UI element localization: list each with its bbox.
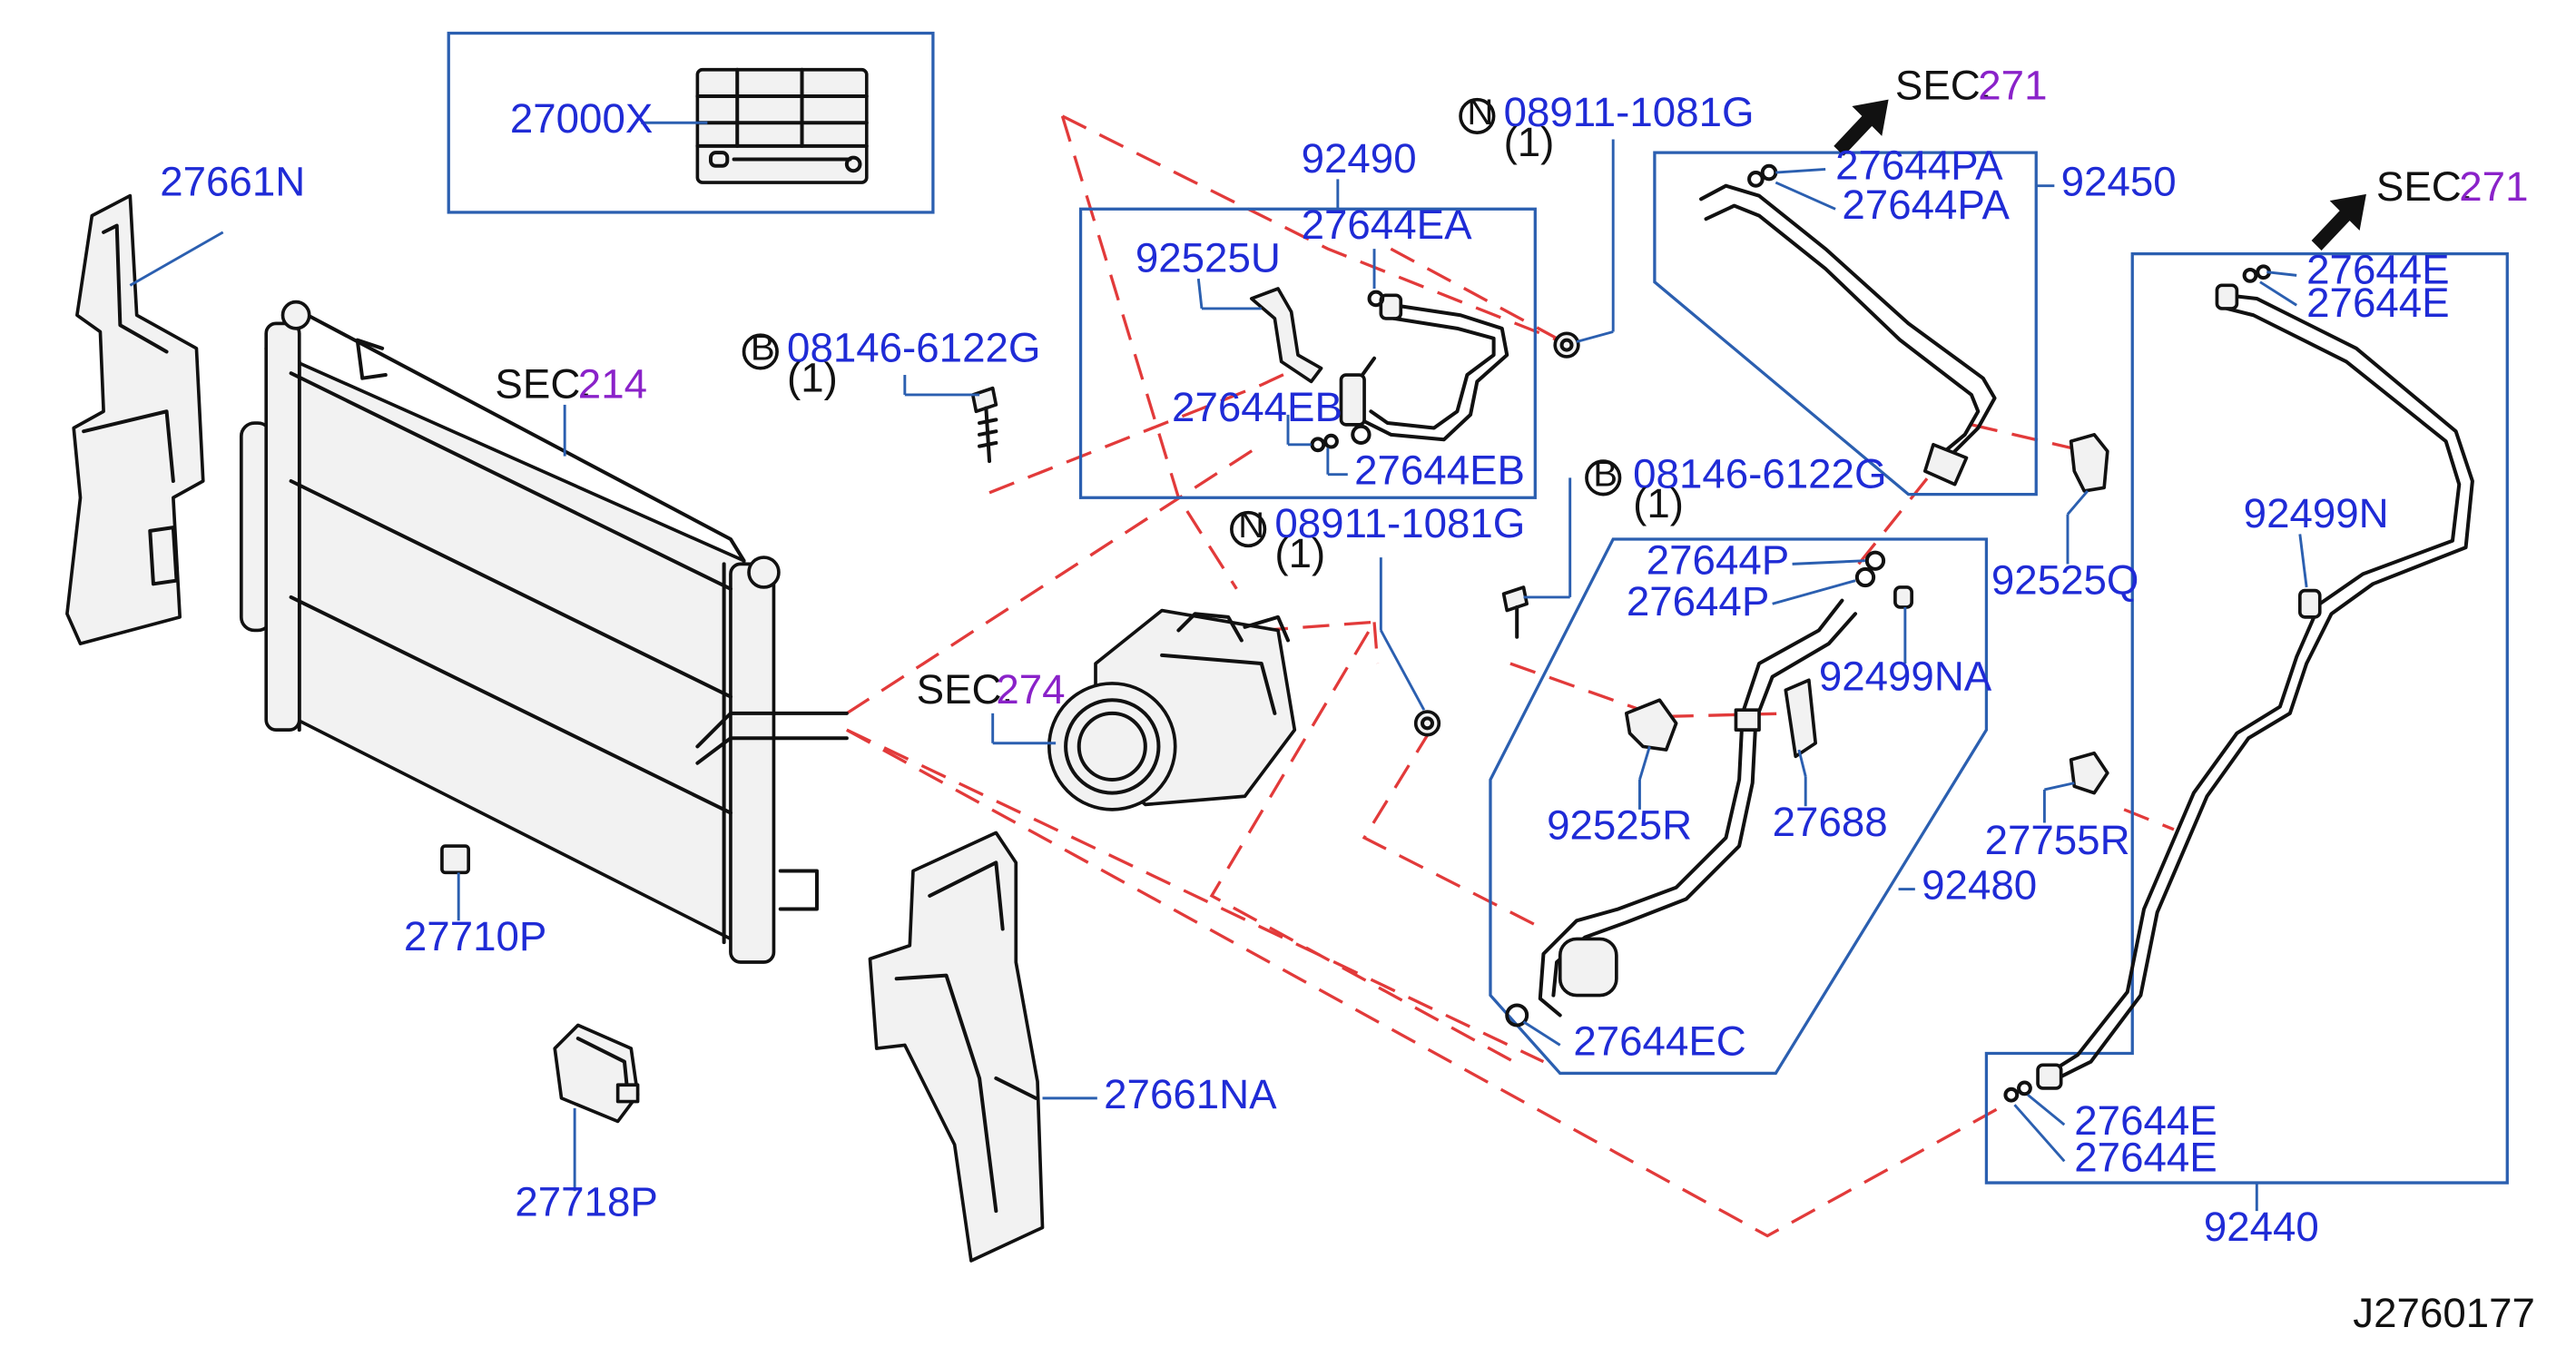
label-box-27000X bbox=[447, 31, 935, 214]
label-27644EA[interactable]: 27644EA bbox=[1302, 202, 1472, 248]
nut-top[interactable] bbox=[1553, 331, 1580, 359]
a-c-label-card[interactable] bbox=[695, 67, 869, 184]
cap-92499NA[interactable] bbox=[1893, 585, 1914, 609]
clip-92525Q[interactable] bbox=[2069, 433, 2109, 493]
o-rings-27644EA bbox=[1367, 290, 1385, 308]
sensor-27718P[interactable] bbox=[553, 1023, 640, 1124]
label-92440[interactable]: 92440 bbox=[2204, 1204, 2319, 1250]
label-92525U[interactable]: 92525U bbox=[1136, 235, 1281, 281]
sec-label: SEC. bbox=[495, 361, 592, 408]
label-27644PA-1[interactable]: 27644PA bbox=[1835, 142, 2003, 188]
compressor[interactable] bbox=[1047, 608, 1297, 811]
qty-nut-a: (1) bbox=[1504, 119, 1555, 165]
arrow-up-right-icon bbox=[2311, 193, 2366, 251]
sec-label: SEC. bbox=[917, 666, 1014, 713]
clip-27755R[interactable] bbox=[2069, 751, 2109, 795]
label-27000X[interactable]: 27000X bbox=[510, 95, 653, 142]
o-rings-27644PA bbox=[1747, 163, 1778, 188]
label-92490[interactable]: 92490 bbox=[1302, 135, 1417, 182]
label-92499NA[interactable]: 92499NA bbox=[1819, 653, 1992, 699]
label-27644EB-2[interactable]: 27644EB bbox=[1354, 447, 1525, 494]
diagram-reference-id: J2760177 bbox=[2353, 1290, 2535, 1336]
air-guide-left[interactable] bbox=[65, 193, 205, 645]
box-92480 bbox=[1489, 537, 1989, 1076]
nut-middle[interactable] bbox=[1413, 710, 1441, 737]
qty-bolt-b: (1) bbox=[1633, 480, 1684, 526]
hose-92450[interactable] bbox=[1699, 183, 1997, 487]
badge-b-icon bbox=[742, 333, 779, 370]
label-92450[interactable]: 92450 bbox=[2061, 159, 2177, 205]
bolt-left[interactable] bbox=[970, 386, 998, 464]
label-27644EC[interactable]: 27644EC bbox=[1573, 1018, 1745, 1064]
label-27644P-1[interactable]: 27644P bbox=[1647, 536, 1789, 583]
label-27688[interactable]: 27688 bbox=[1773, 799, 1888, 845]
label-nut-08911-b[interactable]: 08911-1081G bbox=[1274, 500, 1525, 546]
o-rings-27644E-bottom bbox=[2003, 1080, 2032, 1103]
label-27661N[interactable]: 27661N bbox=[160, 159, 305, 205]
label-bolt-08146-b[interactable]: 08146-6122G bbox=[1633, 450, 1886, 497]
label-27644EB-1[interactable]: 27644EB bbox=[1172, 384, 1342, 430]
box-92440 bbox=[1984, 251, 2509, 1185]
pipe-92440[interactable] bbox=[2036, 283, 2474, 1090]
badge-n-letter: N bbox=[1467, 92, 1493, 133]
label-92525Q[interactable]: 92525Q bbox=[1991, 556, 2139, 603]
air-guide-right[interactable] bbox=[868, 831, 1045, 1263]
sec-label: SEC. bbox=[1895, 63, 1992, 109]
qty-nut-b: (1) bbox=[1274, 530, 1325, 576]
label-92499N[interactable]: 92499N bbox=[2244, 490, 2389, 536]
sensor-27710P[interactable] bbox=[440, 844, 471, 875]
hose-92480[interactable] bbox=[1538, 598, 1858, 1018]
bracket-92525U[interactable] bbox=[1249, 287, 1323, 384]
bolt-right[interactable] bbox=[1501, 585, 1529, 639]
badge-b-letter: B bbox=[751, 328, 775, 369]
sec-271-b[interactable]: 271 bbox=[2459, 163, 2528, 210]
leader-lines bbox=[129, 121, 2308, 1212]
sec-214[interactable]: 214 bbox=[578, 361, 647, 408]
o-rings-27644P bbox=[1854, 550, 1886, 588]
label-92525R[interactable]: 92525R bbox=[1547, 802, 1692, 849]
sec-274[interactable]: 274 bbox=[996, 666, 1065, 713]
label-27661NA[interactable]: 27661NA bbox=[1104, 1071, 1277, 1117]
o-rings-27644E-top bbox=[2242, 264, 2272, 283]
label-27755R[interactable]: 27755R bbox=[1985, 817, 2130, 863]
label-27644E-2[interactable]: 27644E bbox=[2306, 280, 2449, 326]
hose-92490[interactable] bbox=[1339, 293, 1509, 445]
badge-n-letter: N bbox=[1238, 505, 1264, 546]
sec-271-a[interactable]: 271 bbox=[1978, 63, 2047, 109]
condenser[interactable] bbox=[239, 300, 849, 964]
box-92450 bbox=[1653, 151, 2038, 497]
box-92490 bbox=[1078, 207, 1537, 499]
label-27644E-3[interactable]: 27644E bbox=[2074, 1097, 2217, 1144]
label-27644PA-2[interactable]: 27644PA bbox=[1842, 182, 2010, 228]
label-27718P[interactable]: 27718P bbox=[515, 1179, 657, 1225]
label-27710P[interactable]: 27710P bbox=[404, 913, 546, 959]
badge-n-icon bbox=[1459, 97, 1496, 135]
o-rings-27644EB bbox=[1310, 433, 1339, 453]
o-ring-27644EC bbox=[1505, 1003, 1529, 1027]
label-nut-08911-a[interactable]: 08911-1081G bbox=[1504, 89, 1755, 135]
badge-n-icon bbox=[1230, 510, 1267, 548]
label-27644P-2[interactable]: 27644P bbox=[1627, 578, 1769, 624]
bracket-27688[interactable] bbox=[1784, 678, 1817, 759]
label-27644E-1[interactable]: 27644E bbox=[2306, 247, 2449, 293]
label-92480[interactable]: 92480 bbox=[1922, 862, 2037, 909]
badge-b-letter: B bbox=[1593, 453, 1617, 494]
sec-label: SEC. bbox=[2376, 163, 2473, 210]
label-27644E-4[interactable]: 27644E bbox=[2074, 1134, 2217, 1180]
label-group: 27000X 27661N SEC. 214 B 08146-6122G (1)… bbox=[160, 63, 2535, 1336]
qty-bolt-a: (1) bbox=[787, 354, 838, 400]
bracket-92525R[interactable] bbox=[1625, 698, 1678, 752]
badge-b-icon bbox=[1585, 459, 1622, 497]
label-bolt-08146-a[interactable]: 08146-6122G bbox=[787, 324, 1040, 370]
arrow-up-right-icon bbox=[1834, 99, 1889, 156]
